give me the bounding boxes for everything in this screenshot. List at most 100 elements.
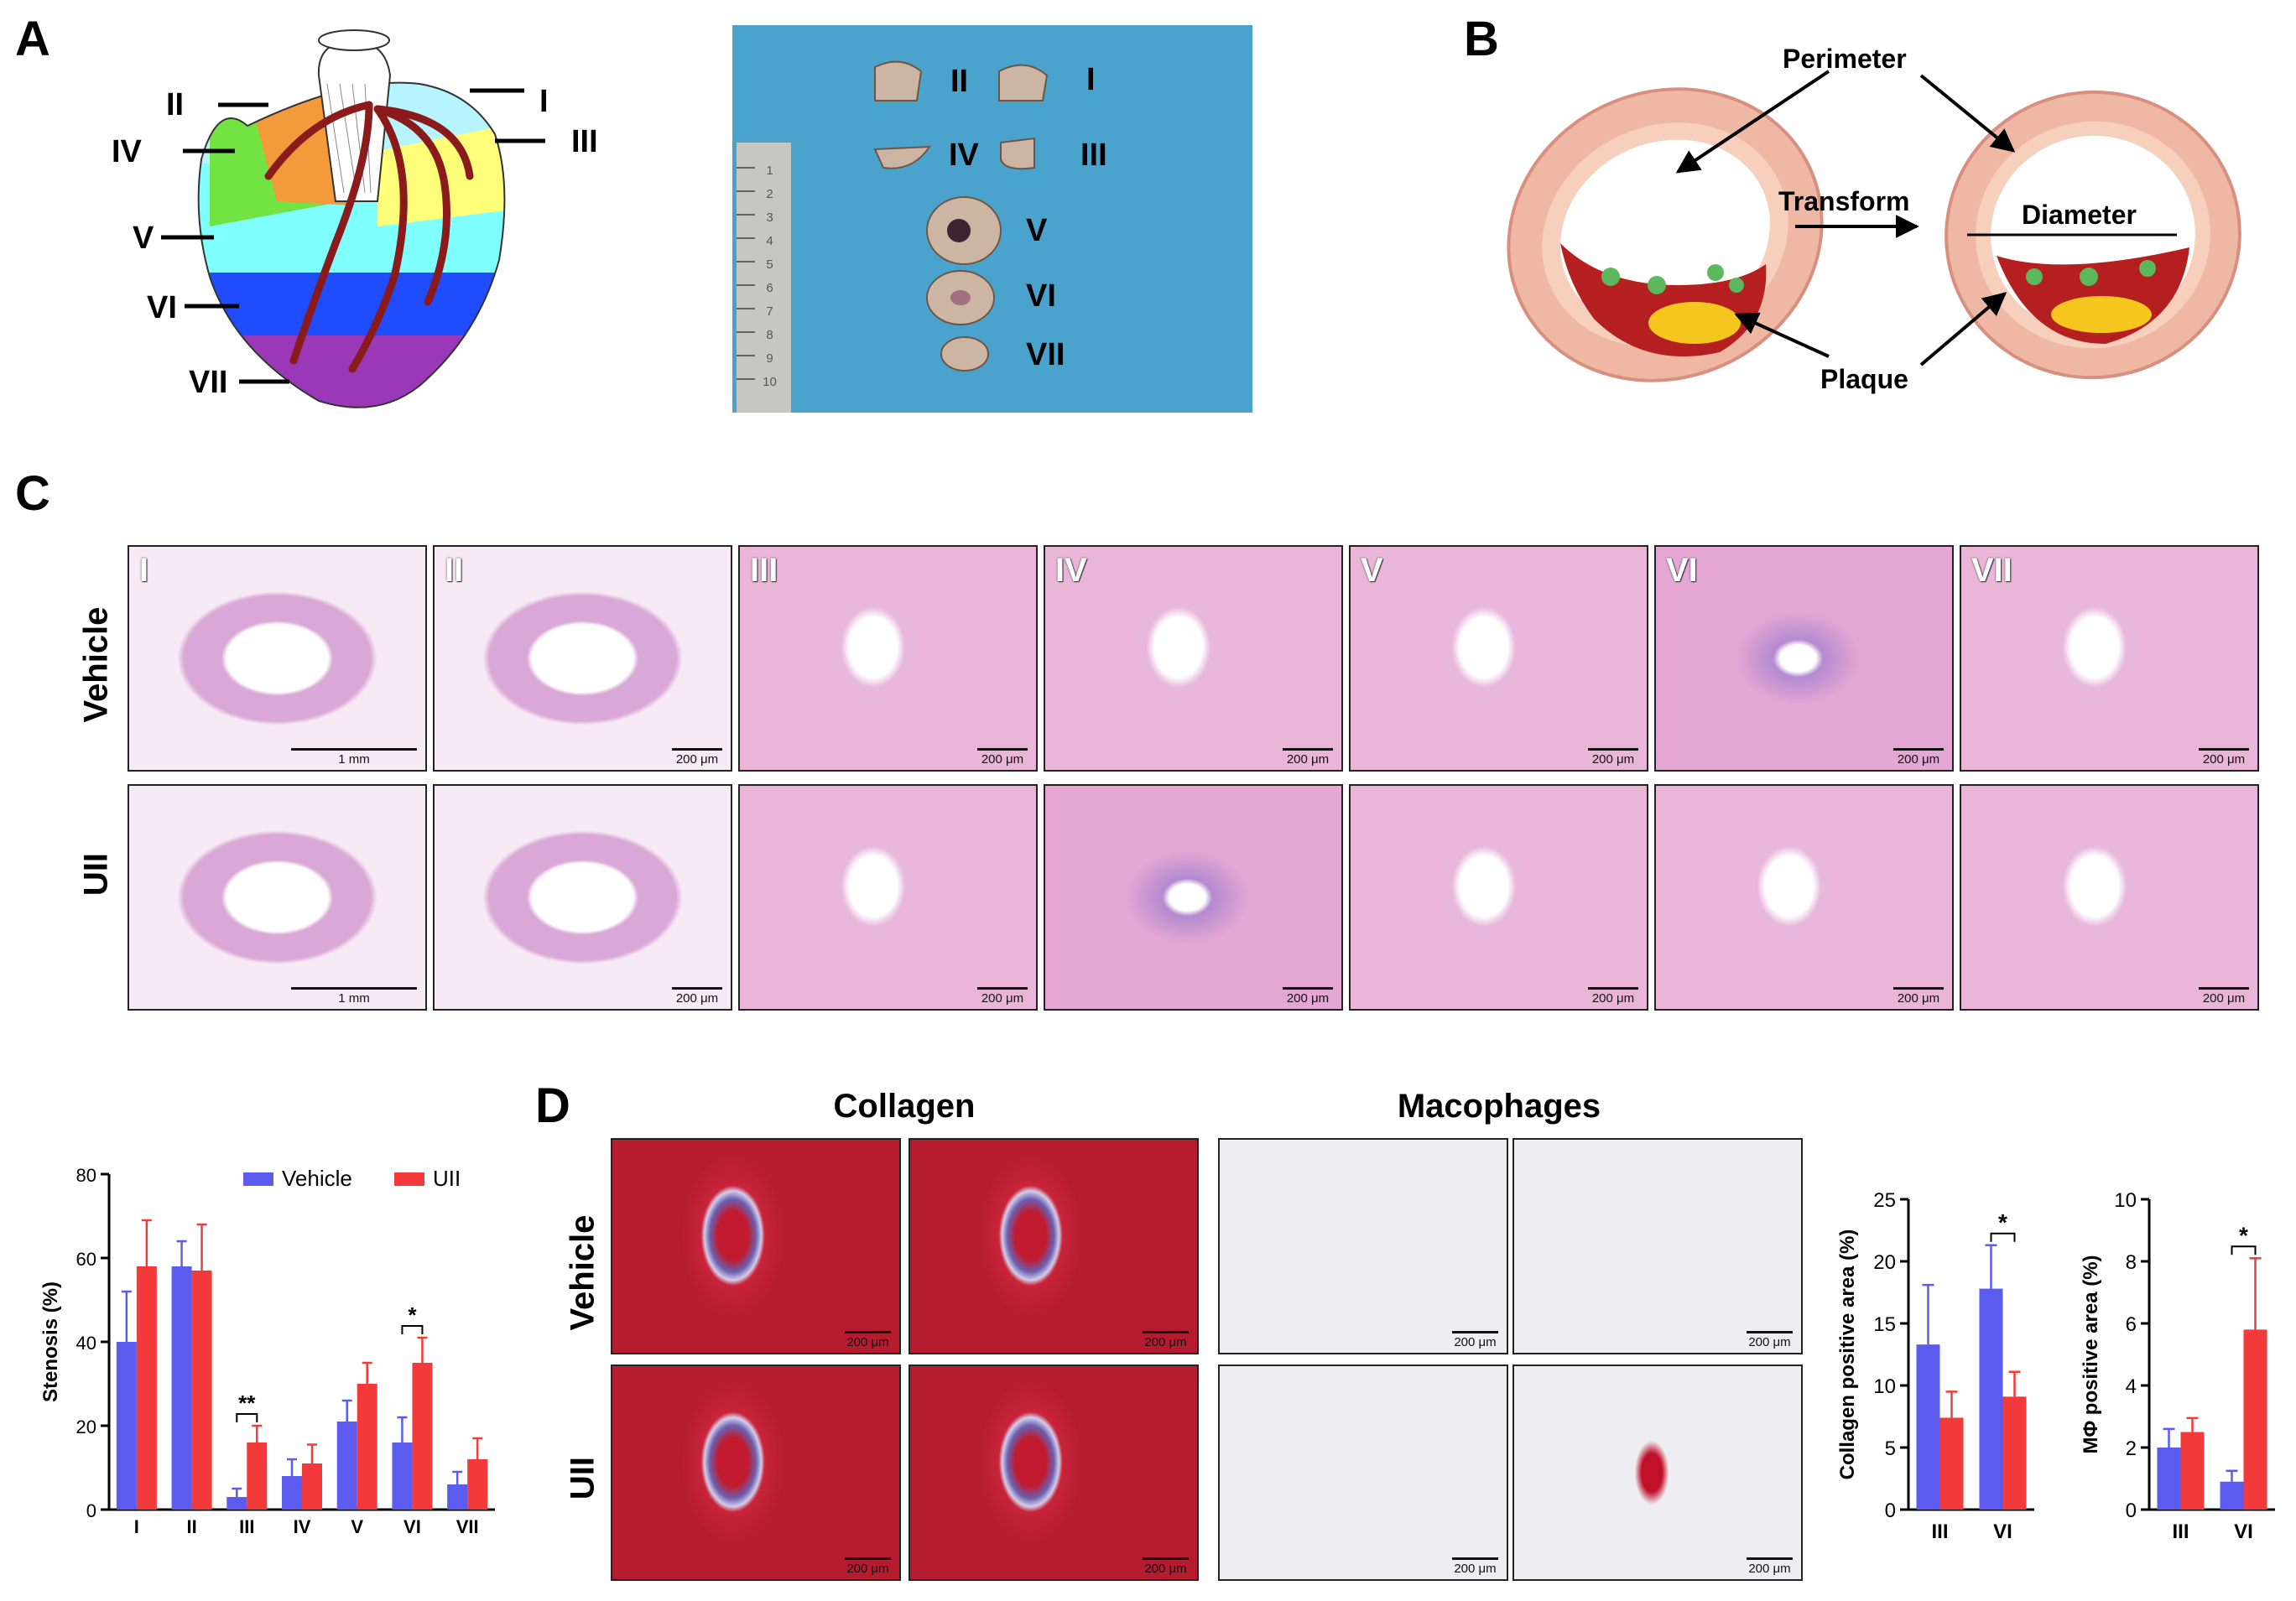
macrophage-tile-vehicle-2: 200 μm: [1512, 1138, 1803, 1354]
bar-uii: [191, 1271, 212, 1510]
y-tick-label: 0: [1885, 1500, 1896, 1522]
scale-bar: 200 μm: [1143, 1331, 1189, 1349]
photo-label-vi: VI: [1026, 278, 1056, 314]
legend-label: UII: [433, 1166, 461, 1191]
bar-uii: [357, 1384, 377, 1510]
photo-label-iv: IV: [949, 138, 979, 173]
scale-bar: 200 μm: [845, 1557, 891, 1576]
scale-bar: 200 μm: [672, 748, 722, 767]
scale-bar: 200 μm: [1143, 1557, 1189, 1576]
x-tick-label: VI: [403, 1516, 421, 1537]
scale-bar: 1 mm: [291, 748, 417, 767]
photo-label-iii: III: [1080, 138, 1107, 173]
row-label-uii: UII: [77, 852, 115, 897]
photo-label-vii: VII: [1026, 337, 1065, 372]
he-tile-uii-iii: 200 μm: [738, 784, 1038, 1011]
significance-bracket: [2231, 1245, 2257, 1255]
significance-label: **: [238, 1390, 256, 1416]
macrophage-tile-uii-2: 200 μm: [1512, 1364, 1803, 1581]
y-tick-label: 10: [1873, 1375, 1896, 1398]
column-label: V: [1361, 552, 1383, 589]
he-tile-uii-i: 1 mm: [128, 784, 427, 1011]
bar-uii: [412, 1363, 433, 1510]
slice-iii: [1000, 137, 1035, 170]
segment-label-vi: VI: [147, 290, 177, 325]
plaque-label: Plaque: [1820, 364, 1908, 394]
y-tick-label: 60: [76, 1249, 96, 1270]
y-tick-label: 40: [76, 1333, 96, 1354]
bar-vehicle: [336, 1422, 357, 1510]
x-tick-label: VI: [1993, 1520, 2012, 1543]
y-tick-label: 0: [2126, 1500, 2137, 1522]
x-tick-label: IV: [294, 1516, 311, 1537]
column-label: VII: [1971, 552, 2012, 589]
ruler: [737, 143, 791, 413]
he-tile-uii-ii: 200 μm: [433, 784, 732, 1011]
slice-iv: [873, 145, 931, 169]
photo-label-ii: II: [950, 64, 969, 99]
bar-vehicle: [2157, 1448, 2181, 1510]
legend-swatch: [243, 1172, 273, 1186]
segment-label-ii: II: [166, 87, 185, 122]
y-tick-label: 6: [2126, 1313, 2137, 1336]
scale-bar: 200 μm: [1452, 1557, 1498, 1576]
x-tick-label: II: [186, 1516, 196, 1537]
he-tile-uii-vii: 200 μm: [1960, 784, 2259, 1011]
scale-bar: 200 μm: [977, 987, 1028, 1006]
significance-label: *: [2239, 1222, 2248, 1248]
y-tick-label: 0: [86, 1500, 96, 1521]
he-tile-vehicle-iv: IV 200 μm: [1044, 545, 1343, 772]
collagen-tile-uii-2: 200 μm: [909, 1364, 1199, 1581]
d-row-label-vehicle: Vehicle: [564, 1214, 601, 1331]
bar-uii: [2002, 1396, 2027, 1510]
x-tick-label: III: [1931, 1520, 1948, 1543]
significance-label: *: [1998, 1209, 2007, 1235]
photo-label-v: V: [1026, 213, 1048, 248]
photo-label-i: I: [1086, 62, 1096, 97]
legend-label: Vehicle: [282, 1166, 352, 1191]
segment-label-v: V: [133, 221, 154, 256]
y-tick-label: 20: [1873, 1251, 1896, 1274]
collagen-title: Collagen: [833, 1088, 976, 1125]
scale-bar: 200 μm: [1588, 987, 1638, 1006]
scale-bar: 1 mm: [291, 987, 417, 1006]
significance-bracket: [401, 1325, 424, 1334]
scale-bar: 200 μm: [1588, 748, 1638, 767]
y-tick-label: 25: [1873, 1189, 1896, 1212]
panel-label-d: D: [535, 1079, 570, 1133]
collagen-tile-vehicle-2: 200 μm: [909, 1138, 1199, 1354]
perimeter-label: Perimeter: [1783, 44, 1907, 74]
transform-label: Transform: [1778, 186, 1910, 216]
he-tile-uii-v: 200 μm: [1349, 784, 1648, 1011]
bar-vehicle: [116, 1342, 137, 1510]
legend-swatch: [394, 1172, 424, 1186]
macrophage-tile-vehicle-1: 200 μm: [1218, 1138, 1508, 1354]
scale-bar: 200 μm: [1893, 748, 1944, 767]
y-axis-label: MΦ positive area (%): [2080, 1255, 2102, 1453]
slice-vii: [940, 336, 989, 372]
diameter-label: Diameter: [2022, 200, 2137, 230]
scale-bar: 200 μm: [2199, 748, 2249, 767]
heart-segment-diagram: [161, 29, 545, 408]
he-tile-uii-vi: 200 μm: [1654, 784, 1954, 1011]
scale-bar: 200 μm: [1747, 1557, 1793, 1576]
y-tick-label: 4: [2126, 1375, 2137, 1398]
panel-label-c: C: [15, 466, 50, 521]
y-tick-label: 8: [2126, 1251, 2137, 1274]
bar-vehicle: [447, 1484, 468, 1510]
bar-uii: [136, 1266, 157, 1510]
scale-bar: 200 μm: [1283, 748, 1333, 767]
column-label: I: [139, 552, 149, 589]
bar-vehicle: [392, 1442, 413, 1510]
x-tick-label: VI: [2234, 1520, 2253, 1543]
x-tick-label: I: [134, 1516, 139, 1537]
bar-uii: [2180, 1432, 2205, 1510]
collagen-tile-vehicle-1: 200 μm: [611, 1138, 901, 1354]
column-label: IV: [1055, 552, 1087, 589]
y-tick-label: 5: [1885, 1437, 1896, 1460]
